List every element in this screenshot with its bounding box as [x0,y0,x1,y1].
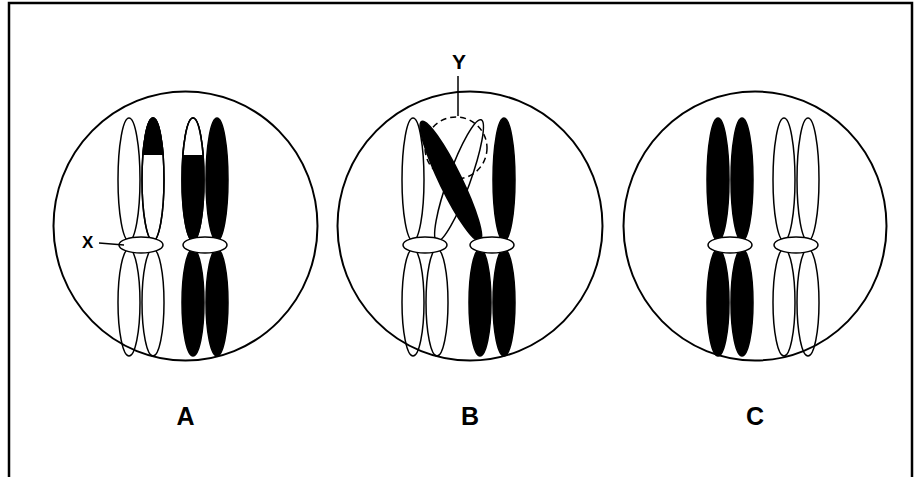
callout-letter: X [80,233,95,252]
crossover-circle [425,117,487,179]
centromere [470,237,514,253]
cell-membrane [52,90,319,362]
leader-line [99,243,124,245]
cell-outline: B [336,90,604,362]
cell-membrane [622,90,888,362]
cell-letter: C [622,404,888,429]
callout-letter: Y [450,50,468,73]
cell-outline: A [52,90,319,362]
centromere [774,237,818,253]
cell-outline: C [622,90,888,362]
centromere [183,237,227,253]
frame-border [9,3,912,477]
cell-letter: B [336,404,604,429]
centromere [119,237,163,253]
cell-membrane [336,90,604,362]
cell-letter: A [52,404,319,429]
centromere [403,237,447,253]
centromere [708,237,752,253]
leader-line [457,76,459,116]
